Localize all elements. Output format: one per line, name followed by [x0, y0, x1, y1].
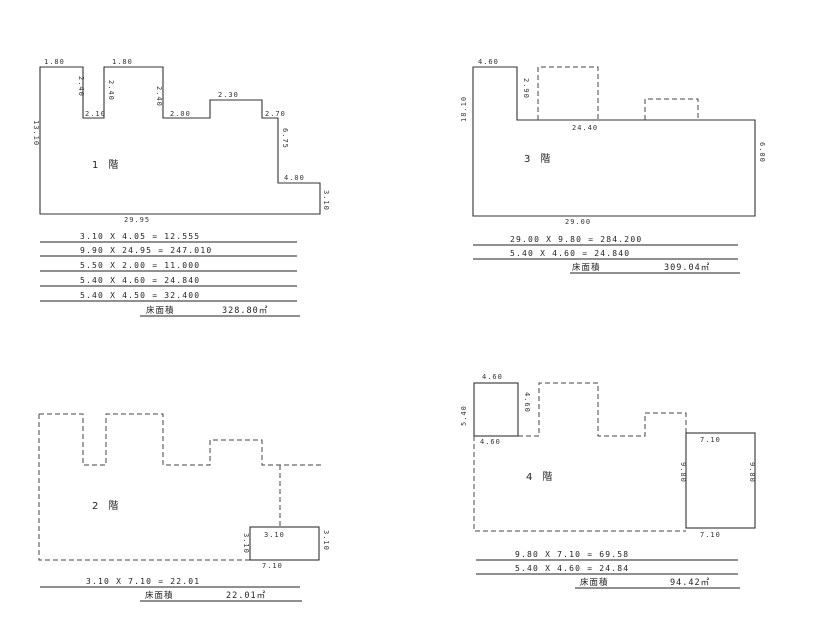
total-value: 94.42㎡: [670, 578, 710, 588]
calc-row: 9.80 X 7.10 = 69.58: [515, 550, 629, 559]
calc-row: 3.10 X 4.05 = 12.555: [80, 232, 200, 241]
plan-3f-dashed-upper: [537, 66, 599, 120]
dim-box-top: 3.10: [264, 531, 285, 539]
dim-right-step: 4.00: [284, 174, 305, 182]
dim-box-right: 9.80: [748, 462, 756, 483]
dim-bump: 2.30: [218, 91, 239, 99]
dim-right-vert: 6.00: [758, 142, 766, 163]
floor-label-3f: 3 階: [524, 153, 550, 165]
total-value: 22.01㎡: [226, 591, 266, 601]
plan-2f-dashed-left: [38, 414, 250, 561]
plan-4f: 4.60 5.40 4.60 4.60 7.10 9.80 9.80 7.10 …: [460, 373, 756, 589]
dim-bottom-small: 4.60: [480, 438, 501, 446]
dim-right-vert: 6.75: [281, 128, 289, 149]
floor-label-2f: 2 階: [92, 500, 118, 512]
plan-1f: 1.80 1.80 2.40 2.40 2.40 2.10 2.00 2.30 …: [32, 58, 330, 317]
floor-label-1f: 1 階: [92, 159, 118, 171]
total-value: 328.80㎡: [222, 306, 268, 316]
dim-box-left: 9.80: [679, 462, 687, 483]
dim-small: 2.70: [265, 110, 286, 118]
plan-1f-outline: [39, 66, 321, 215]
dim-box-left: 3.10: [242, 533, 250, 554]
floor-label-4f: 4 階: [526, 471, 552, 483]
dim-box-top: 7.10: [700, 436, 721, 444]
dim-box-bottom: 7.10: [700, 531, 721, 539]
calc-row: 5.40 X 4.60 = 24.840: [510, 249, 630, 258]
dim-left: 5.40: [460, 405, 468, 426]
dim-notch1: 2.40: [77, 76, 85, 97]
calc-row: 5.40 X 4.50 = 32.400: [80, 291, 200, 300]
calc-row: 29.00 X 9.80 = 284.200: [510, 235, 642, 244]
calc-table-4f: 9.80 X 7.10 = 69.58 5.40 X 4.60 = 24.84 …: [476, 550, 740, 589]
total-value: 309.04㎡: [664, 263, 710, 273]
dim-bottom: 29.95: [124, 216, 150, 224]
calc-row: 5.50 X 2.00 = 11.000: [80, 261, 200, 270]
dim-top-left: 1.80: [44, 58, 65, 66]
dim-top: 4.60: [482, 373, 503, 381]
dim-bottom: 29.00: [565, 218, 591, 226]
plan-2f: 3.10 3.10 3.10 7.10 2 階 3.10 X 7.10 = 22…: [38, 413, 330, 602]
plan-4f-dashed-outline: [473, 436, 686, 532]
calc-row: 5.40 X 4.60 = 24.84: [515, 564, 629, 573]
total-label: 床面積: [146, 305, 175, 316]
total-label: 床面積: [580, 577, 609, 588]
plan-4f-dashed-upper: [518, 382, 687, 437]
plan-3f: 4.60 2.90 24.40 18.10 6.00 29.00 3 階 29.…: [460, 58, 766, 274]
total-label: 床面積: [145, 590, 174, 601]
plan-2f-box: [249, 526, 320, 561]
calc-row: 5.40 X 4.60 = 24.840: [80, 276, 200, 285]
plan-4f-box-small: [473, 382, 519, 437]
dim-step: 2.00: [170, 110, 191, 118]
plan-2f-dashed-outline: [39, 413, 323, 466]
calc-table-1f: 3.10 X 4.05 = 12.555 9.90 X 24.95 = 247.…: [40, 232, 300, 317]
total-label: 床面積: [572, 262, 601, 273]
calc-row: 9.90 X 24.95 = 247.010: [80, 246, 212, 255]
plan-3f-outline: [472, 66, 756, 217]
dim-box-right: 3.10: [322, 530, 330, 551]
dim-left-vert: 13.10: [32, 120, 40, 146]
calc-table-3f: 29.00 X 9.80 = 284.200 5.40 X 4.60 = 24.…: [473, 235, 740, 274]
calc-row: 3.10 X 7.10 = 22.01: [86, 577, 200, 586]
dim-left-vert: 18.10: [460, 96, 468, 122]
plan-4f-box-large: [685, 432, 756, 529]
dim-left-small: 2.90: [522, 78, 530, 99]
dim-small-side: 4.60: [523, 392, 531, 413]
dim-right-low: 3.10: [322, 190, 330, 211]
dim-mid: 24.40: [572, 124, 598, 132]
dim-notch2: 2.40: [107, 80, 115, 101]
dim-top: 4.60: [478, 58, 499, 66]
dim-top-mid: 1.80: [112, 58, 133, 66]
dim-notch3: 2.40: [155, 86, 163, 107]
calc-table-2f: 3.10 X 7.10 = 22.01 床面積 22.01㎡: [40, 577, 302, 602]
dim-box-bottom: 7.10: [262, 562, 283, 570]
dim-notch-bottom: 2.10: [85, 110, 106, 118]
plan-3f-dashed-right: [644, 98, 699, 120]
